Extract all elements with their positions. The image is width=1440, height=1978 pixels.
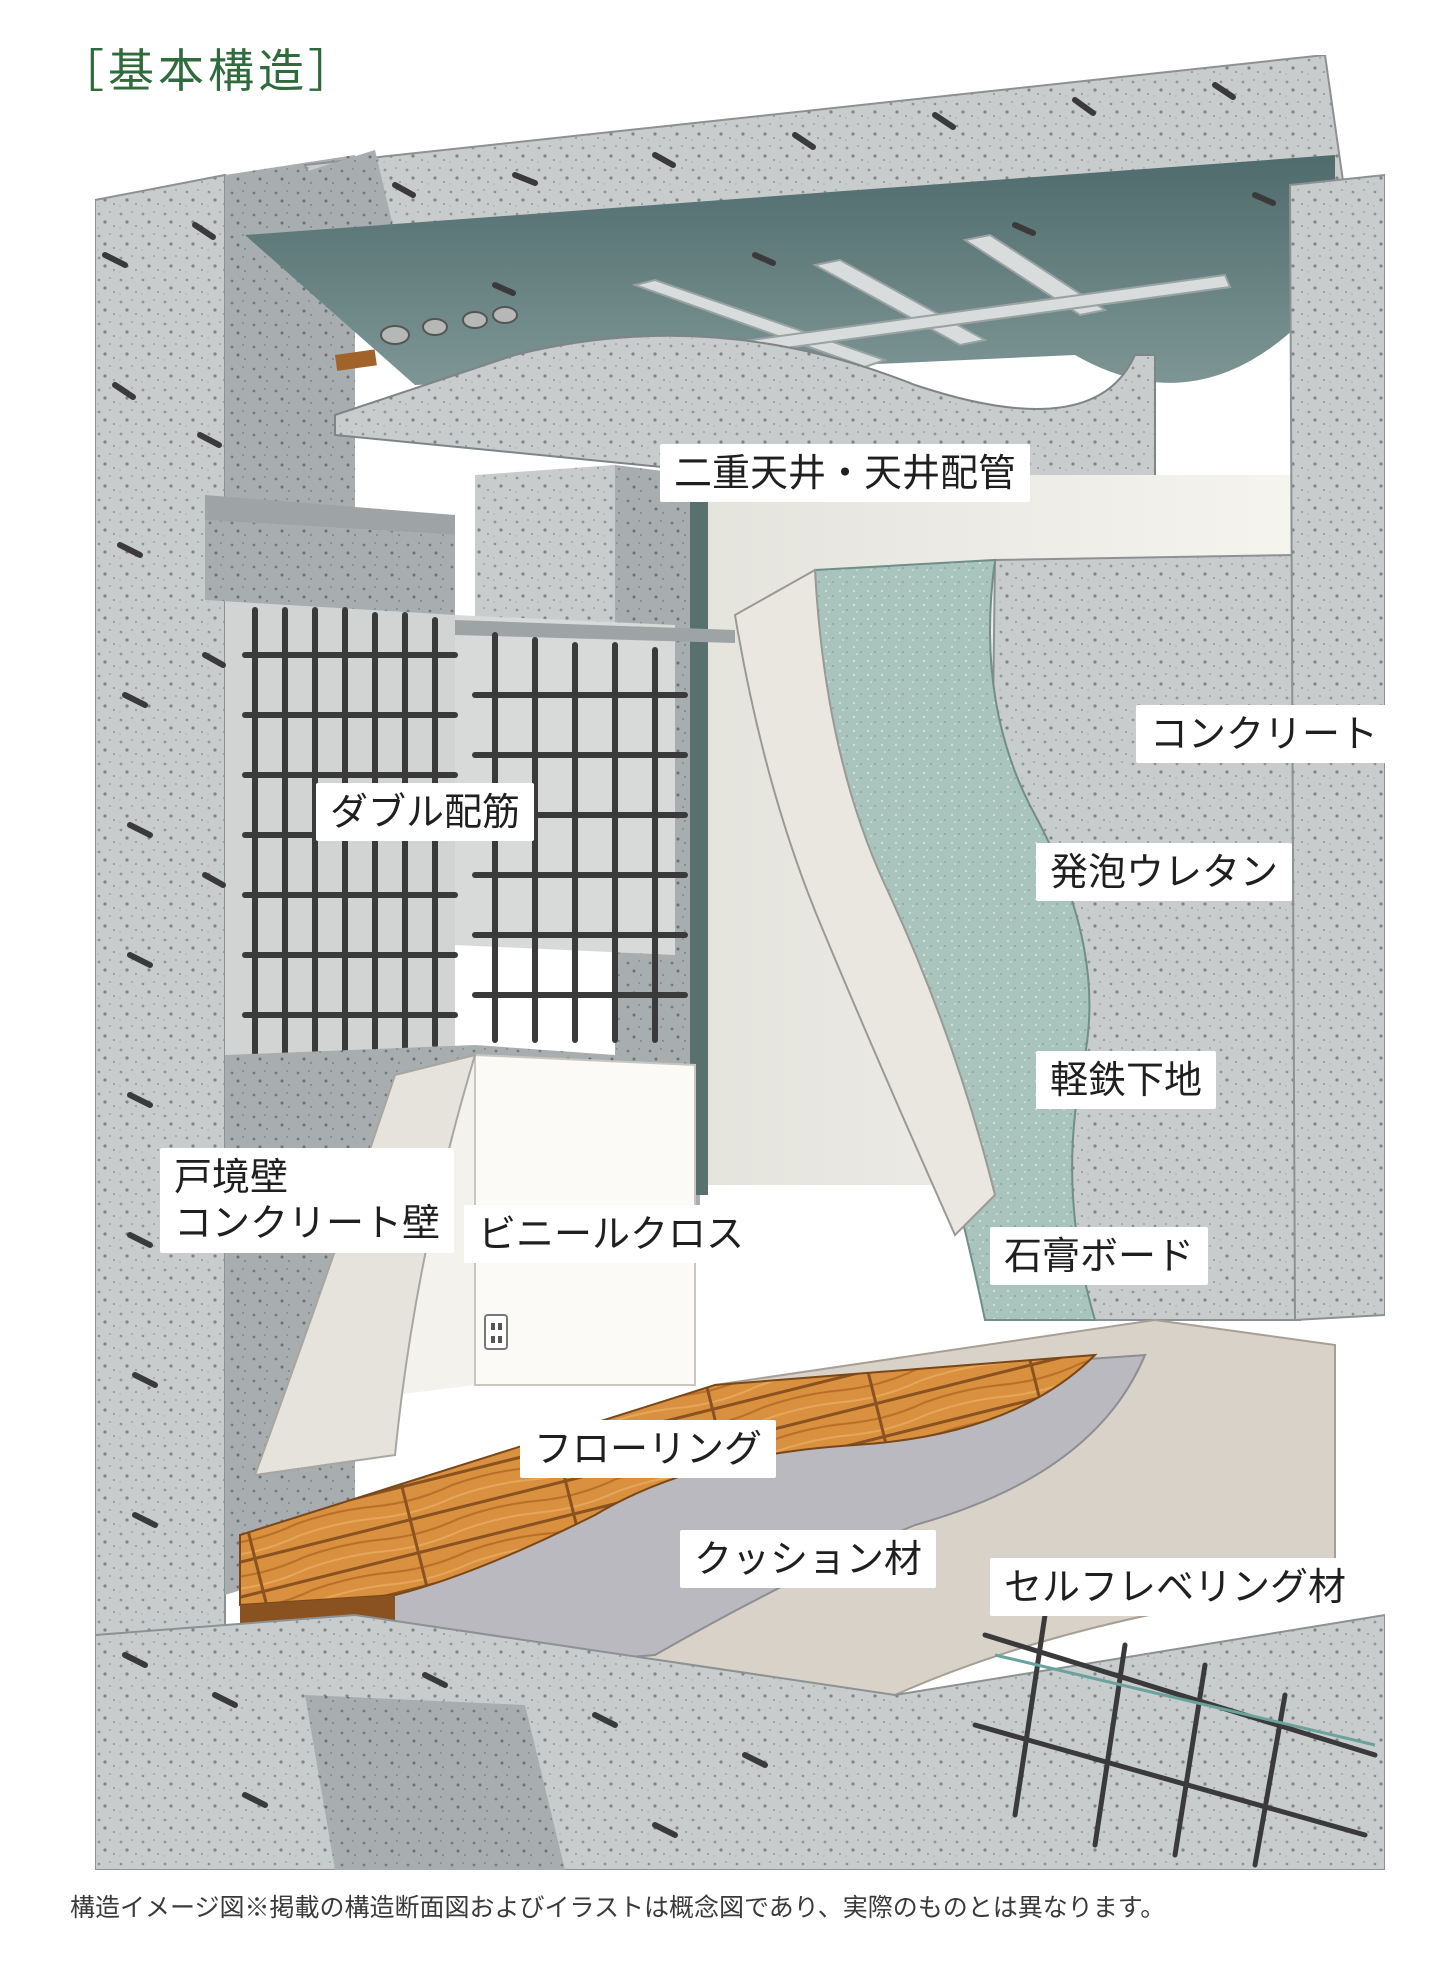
label-double-rebar: ダブル配筋: [316, 783, 535, 842]
label-gypsum-board: 石膏ボード: [990, 1227, 1209, 1286]
label-concrete: コンクリート: [1136, 705, 1393, 764]
electrical-outlet-icon: [484, 1314, 508, 1350]
ceiling-pipes: [380, 306, 518, 345]
page-title: ［基本構造］: [58, 48, 358, 94]
title-bracket-close: ］: [308, 44, 358, 98]
label-cushion: クッション材: [680, 1530, 937, 1589]
label-party-wall-line2: コンクリート壁: [174, 1201, 441, 1246]
label-party-wall: 戸境壁 コンクリート壁: [160, 1148, 455, 1253]
title-text: 基本構造: [108, 44, 308, 98]
label-vinyl-cloth: ビニールクロス: [464, 1205, 759, 1264]
title-bracket-open: ［: [58, 44, 108, 98]
caption: 構造イメージ図※掲載の構造断面図およびイラストは概念図であり、実際のものとは異な…: [70, 1893, 1166, 1922]
label-urethane-foam: 発泡ウレタン: [1036, 843, 1293, 902]
label-party-wall-line1: 戸境壁: [174, 1155, 289, 1199]
label-flooring: フローリング: [520, 1420, 777, 1479]
cushion-layer: [353, 1353, 1147, 1677]
label-light-steel: 軽鉄下地: [1036, 1051, 1217, 1110]
label-self-leveling: セルフレベリング材: [990, 1558, 1361, 1617]
label-double-ceiling: 二重天井・天井配管: [660, 444, 1031, 503]
